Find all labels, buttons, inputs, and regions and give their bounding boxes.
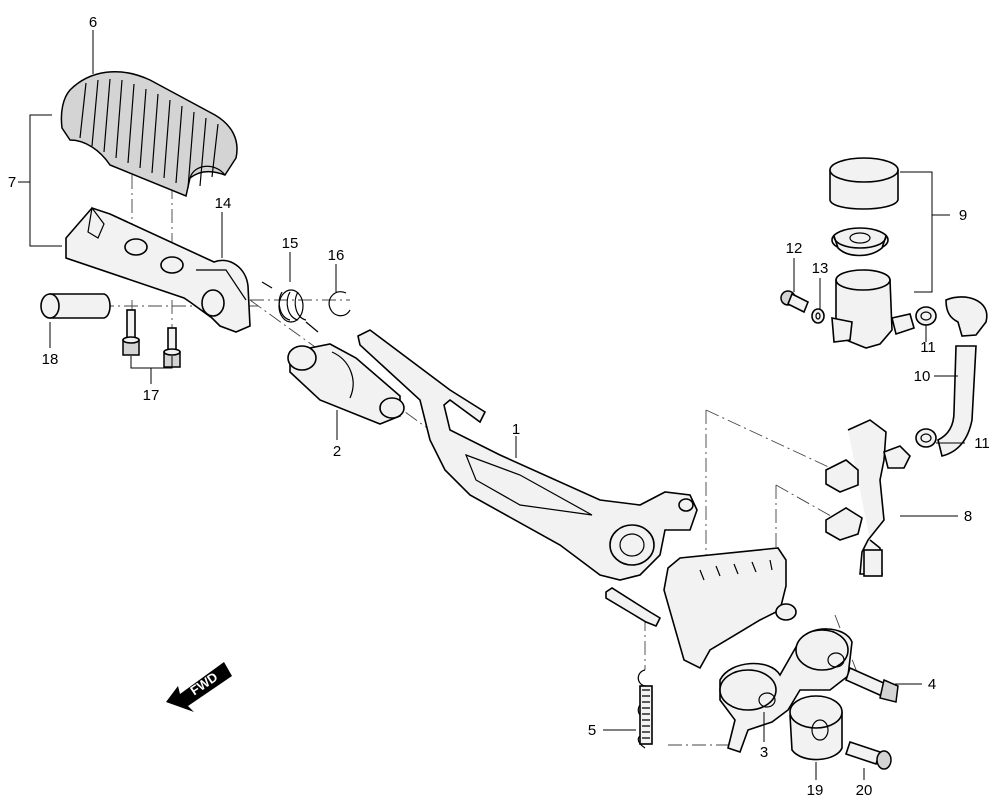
callout-18: 18 — [42, 351, 59, 368]
master-cylinder-body — [719, 628, 853, 754]
callout-11-lower: 11 — [974, 435, 990, 452]
callout-13: 13 — [812, 260, 829, 277]
bolt-4 — [845, 666, 899, 703]
brake-hose — [937, 296, 988, 457]
washer-13 — [811, 308, 825, 324]
pivot-shaft — [287, 343, 405, 425]
callout-3: 3 — [760, 744, 768, 761]
callout-15: 15 — [282, 235, 299, 252]
callout-6: 6 — [89, 14, 97, 31]
callout-19: 19 — [807, 782, 824, 799]
callout-9: 9 — [959, 207, 967, 224]
callout-8: 8 — [964, 508, 972, 525]
return-spring — [637, 669, 653, 749]
hose-clamp-upper — [915, 306, 937, 326]
callout-12: 12 — [786, 240, 803, 257]
push-rod — [605, 587, 662, 628]
circlip — [328, 291, 351, 317]
callout-1: 1 — [512, 421, 520, 438]
reservoir-body — [831, 269, 915, 349]
callout-17: 17 — [143, 387, 160, 404]
footrest-rubber — [60, 70, 238, 198]
callout-7: 7 — [8, 174, 16, 191]
screw-12 — [780, 290, 810, 314]
callout-11-upper: 11 — [920, 339, 936, 356]
callout-5: 5 — [588, 722, 596, 739]
hose-clamp-lower — [915, 428, 937, 448]
callout-14: 14 — [215, 195, 232, 212]
callout-2: 2 — [333, 443, 341, 460]
reservoir-diaphragm — [831, 227, 889, 257]
hose-fitting — [825, 419, 911, 577]
footrest-bracket — [65, 206, 251, 333]
pivot-pin — [40, 293, 111, 319]
fwd-direction-arrow: FWD — [166, 662, 232, 712]
callout-16: 16 — [328, 247, 345, 264]
brake-pedal — [357, 329, 698, 581]
callout-20: 20 — [856, 782, 873, 799]
bolt-20 — [844, 740, 892, 770]
leader-lines — [18, 30, 965, 780]
torsion-spring — [261, 281, 319, 333]
callout-labels: 6 7 14 15 16 18 17 2 1 9 12 13 11 10 11 … — [8, 14, 990, 799]
callout-4: 4 — [928, 676, 936, 693]
collar — [789, 695, 843, 761]
heel-guard — [663, 547, 797, 670]
callout-10: 10 — [914, 368, 931, 385]
reservoir-cap — [829, 157, 899, 210]
socket-bolts — [122, 309, 181, 368]
